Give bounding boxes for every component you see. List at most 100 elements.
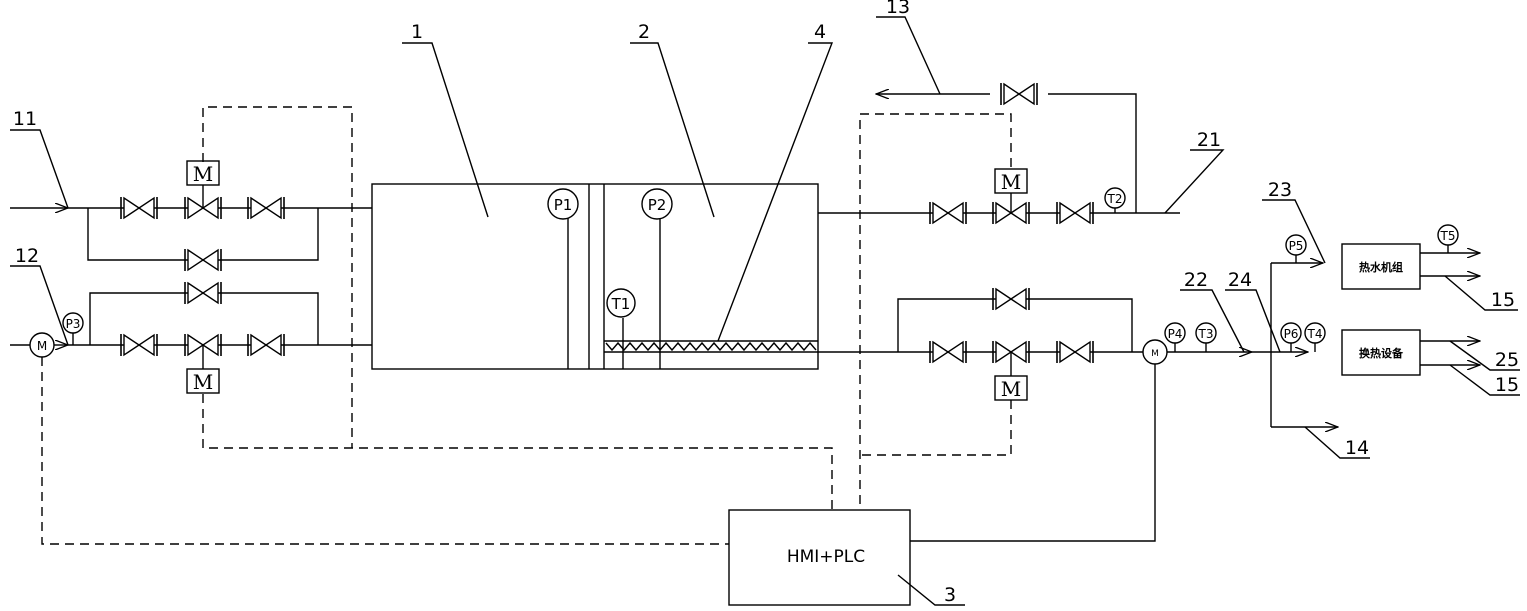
- gauge-t3: [1195, 322, 1217, 344]
- ref-4: 4: [814, 21, 826, 43]
- chiller-box: [1341, 243, 1421, 290]
- leader-11: [10, 129, 69, 209]
- motor-actuators: M M M M: [186, 160, 1028, 401]
- gauge-t4-label: T4: [1307, 327, 1323, 341]
- valve-11-bypass[interactable]: [184, 248, 222, 272]
- controller-box: [728, 509, 911, 606]
- ref-3: 3: [944, 584, 956, 606]
- controller-label: HMI+PLC: [787, 547, 865, 567]
- valve-21b[interactable]: [1056, 201, 1094, 225]
- valve-22-bypass[interactable]: [992, 287, 1030, 311]
- gauge-t5: [1437, 224, 1459, 246]
- motor-box-3: [994, 168, 1028, 194]
- valve-12a[interactable]: [120, 333, 158, 357]
- valve-12-bypass[interactable]: [184, 281, 222, 305]
- ref-15b: 15: [1495, 374, 1519, 396]
- gauge-p6-label: P6: [1284, 327, 1299, 341]
- motor-box-4: [994, 375, 1028, 401]
- ref-13: 13: [886, 0, 910, 18]
- heat-exchanger-label: 换热设备: [1359, 346, 1404, 360]
- valve-11a[interactable]: [120, 196, 158, 220]
- motor-label-2: M: [193, 370, 213, 394]
- gauge-p4-label: P4: [1168, 327, 1183, 341]
- valve-22a[interactable]: [929, 340, 967, 364]
- leader-21: [1164, 149, 1225, 214]
- ref-23: 23: [1268, 179, 1292, 201]
- control-line-1: [202, 106, 353, 448]
- leader-15b: [1449, 364, 1520, 396]
- leader-13: [876, 16, 941, 95]
- gauge-p2-label: P2: [648, 196, 667, 214]
- leader-12: [10, 265, 69, 346]
- leader-1: [402, 42, 489, 218]
- flow-meters: M M: [29, 332, 1168, 365]
- gauge-p6: [1280, 322, 1302, 344]
- leader-2: [630, 42, 715, 218]
- valve-13[interactable]: [1000, 82, 1038, 106]
- control-line-4: [860, 400, 1012, 456]
- gauge-p3-label: P3: [66, 317, 81, 331]
- gauge-t3-label: T3: [1198, 327, 1214, 341]
- reference-numbers: 1 2 4 13 11 12 21 22 23 24 15 25 15 14 3: [13, 0, 1519, 606]
- chiller-label: 热水机组: [1359, 260, 1403, 274]
- leader-24: [1225, 289, 1281, 353]
- flow-meter-outlet-label: M: [1151, 349, 1159, 359]
- gauge-t5-label: T5: [1440, 229, 1456, 243]
- flow-meter-outlet: [1142, 339, 1168, 365]
- ref-12: 12: [15, 245, 39, 267]
- control-line-2: [202, 394, 833, 510]
- gauge-p1: [547, 188, 579, 220]
- tank: [371, 183, 819, 370]
- return-13-pipe-a: [1048, 93, 1137, 213]
- control-lines: [41, 106, 1012, 545]
- gauge-t2-label: T2: [1107, 192, 1123, 206]
- motor-label-4: M: [1001, 377, 1021, 401]
- leader-14: [1304, 426, 1370, 459]
- valves: [120, 82, 1094, 364]
- motor-label-1: M: [193, 162, 213, 186]
- flow-meter-inlet: [29, 332, 55, 358]
- leader-23: [1262, 199, 1326, 264]
- leader-15a: [1444, 275, 1518, 311]
- gauge-p5: [1285, 234, 1307, 256]
- ref-1: 1: [411, 21, 423, 43]
- gauge-p3: [62, 312, 84, 334]
- gauge-p5-label: P5: [1289, 239, 1304, 253]
- ref-25: 25: [1495, 349, 1519, 371]
- ref-11: 11: [13, 108, 37, 130]
- ref-22: 22: [1184, 269, 1208, 291]
- ref-2: 2: [638, 21, 650, 43]
- gauge-t1-label: T1: [611, 295, 631, 313]
- ref-24: 24: [1228, 269, 1252, 291]
- leader-4: [717, 42, 834, 342]
- gauge-t2: [1104, 187, 1126, 209]
- leader-3: [897, 574, 965, 606]
- gauge-p2: [641, 188, 673, 220]
- gauge-t4: [1304, 322, 1326, 344]
- control-line-3: [859, 113, 1012, 510]
- leader-22: [1180, 289, 1245, 353]
- ref-14: 14: [1345, 437, 1369, 459]
- valve-12b[interactable]: [247, 333, 285, 357]
- gauge-t1: [606, 288, 636, 318]
- valve-11b[interactable]: [247, 196, 285, 220]
- gauge-p1-label: P1: [554, 196, 573, 214]
- piping: [10, 93, 1480, 606]
- valve-21a[interactable]: [929, 201, 967, 225]
- ref-21: 21: [1197, 129, 1221, 151]
- leader-25: [1449, 340, 1520, 371]
- motor-box-1: [186, 160, 220, 186]
- hx-box: [1341, 329, 1421, 376]
- control-line-5: [41, 357, 729, 545]
- gauge-p4: [1164, 322, 1186, 344]
- motor-box-2: [186, 368, 220, 394]
- leaders: [10, 16, 1520, 606]
- valve-22b[interactable]: [1056, 340, 1094, 364]
- flowmeter-signal: [910, 364, 1156, 542]
- heater-coil: [605, 341, 817, 352]
- flow-meter-inlet-label: M: [37, 339, 47, 353]
- motor-label-3: M: [1001, 170, 1021, 194]
- gauges: P1 P2 T1 P3 T2 P4 T3 P5 P6 T4 T5: [62, 187, 1459, 344]
- ref-15a: 15: [1491, 289, 1515, 311]
